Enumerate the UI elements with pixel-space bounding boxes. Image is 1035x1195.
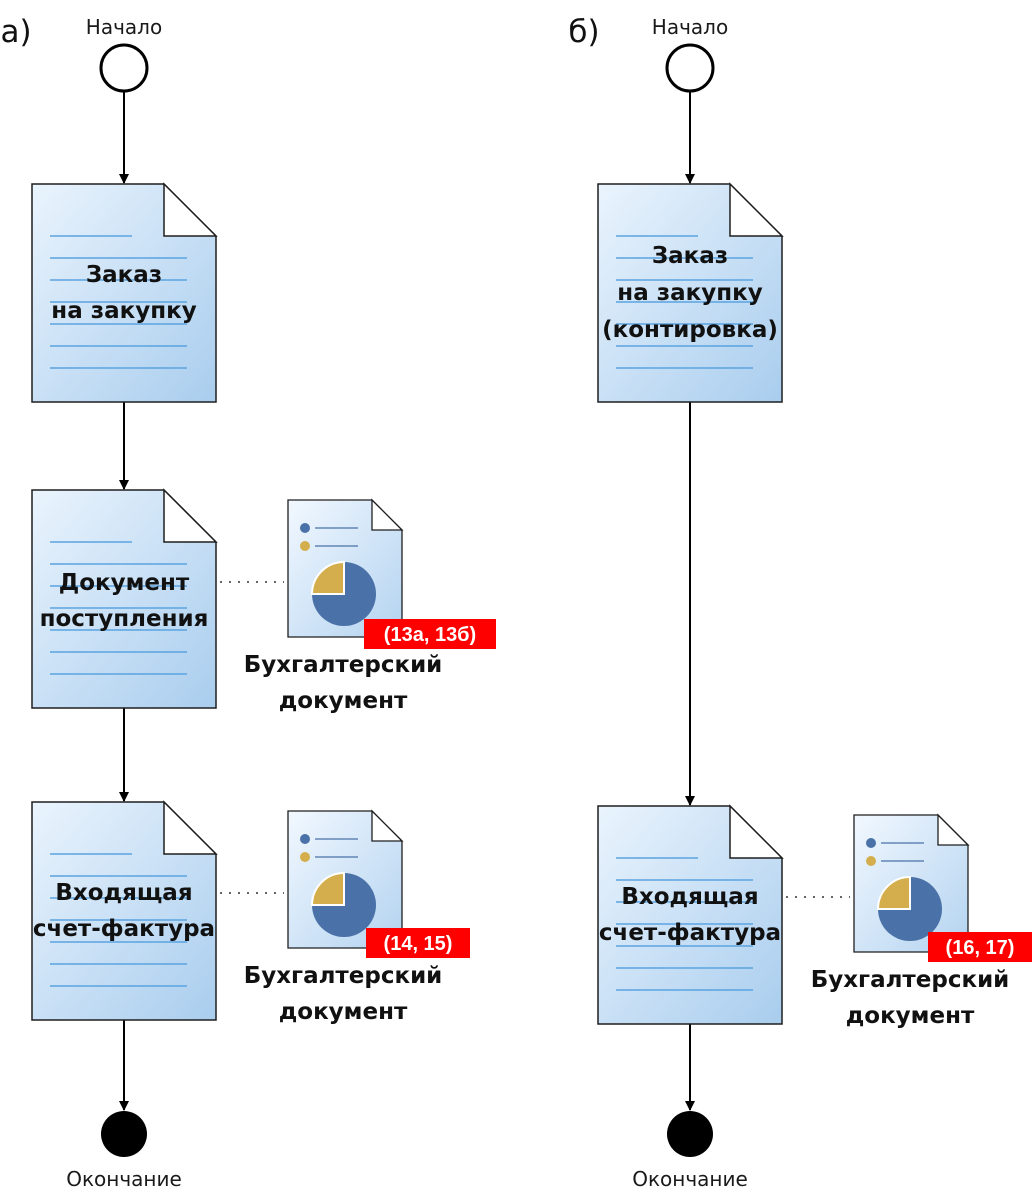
report-caption: документ [846, 1003, 975, 1029]
start-label: Начало [652, 15, 728, 39]
legend-dot-icon [300, 852, 310, 862]
legend-dot-icon [866, 838, 876, 848]
document-fold-icon [729, 804, 784, 859]
document-label: Входящая [621, 884, 758, 910]
document-1-1 [597, 805, 783, 1025]
reference-badge [366, 928, 470, 958]
end-node-icon [667, 1111, 713, 1157]
document-1-0 [597, 183, 783, 403]
panel-label: а) [0, 14, 31, 50]
document-label: Документ [59, 570, 190, 596]
document-label: Входящая [55, 880, 192, 906]
start-node-icon [665, 43, 715, 93]
connectors [119, 92, 850, 1111]
document-0-0 [31, 183, 217, 403]
report-caption: Бухгалтерский [244, 652, 443, 678]
document-label: Заказ [86, 262, 162, 288]
report-fold-icon [937, 813, 970, 846]
start-label: Начало [86, 15, 162, 39]
document-fold-icon [729, 182, 784, 237]
pie-slice-icon [310, 560, 345, 595]
document-label: (контировка) [602, 317, 778, 343]
reference-badge-label: (16, 17) [946, 937, 1015, 959]
reference-badge [928, 932, 1032, 962]
reference-badge-label: (13а, 13б) [384, 624, 476, 646]
report-fold-icon [371, 809, 404, 842]
legend-dot-icon [300, 541, 310, 551]
pie-slice-icon [310, 871, 345, 906]
document-label: поступления [40, 606, 209, 632]
document-fold-icon [163, 800, 218, 855]
document-label: на закупку [51, 298, 196, 324]
document-label: на закупку [617, 280, 762, 306]
document-fold-icon [163, 488, 218, 543]
report-fold-icon [371, 498, 404, 531]
document-label: Заказ [652, 243, 728, 269]
start-node-icon [99, 43, 149, 93]
report-caption: документ [279, 999, 408, 1025]
legend-dot-icon [300, 523, 310, 533]
document-0-1 [31, 489, 217, 709]
document-label: счет-фактура [599, 920, 781, 946]
end-node-icon [101, 1111, 147, 1157]
document-label: счет-фактура [33, 916, 215, 942]
report-caption: Бухгалтерский [811, 967, 1010, 993]
shapes [31, 43, 1032, 1157]
document-0-2 [31, 801, 217, 1021]
report-caption: Бухгалтерский [244, 963, 443, 989]
reference-badge [364, 619, 496, 649]
legend-dot-icon [300, 834, 310, 844]
report-caption: документ [279, 688, 408, 714]
panel-label: б) [568, 14, 599, 50]
pie-slice-icon [876, 875, 911, 910]
document-fold-icon [163, 182, 218, 237]
end-label: Окончание [66, 1167, 182, 1191]
legend-dot-icon [866, 856, 876, 866]
end-label: Окончание [632, 1167, 748, 1191]
reference-badge-label: (14, 15) [384, 933, 453, 955]
